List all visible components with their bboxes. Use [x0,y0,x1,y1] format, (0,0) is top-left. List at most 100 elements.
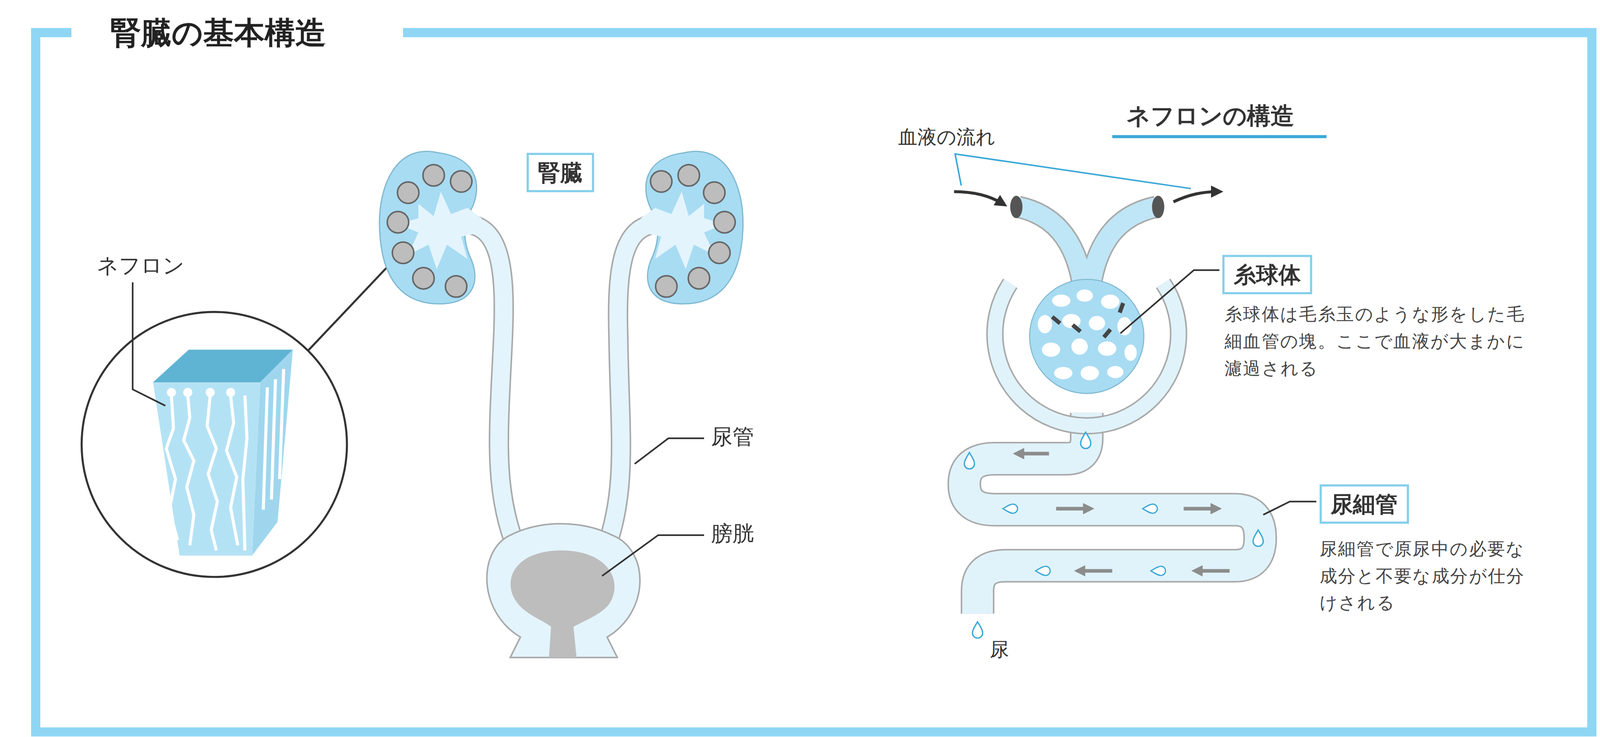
vessel [1089,207,1156,291]
hole [1062,314,1081,329]
block-front [152,382,261,556]
droplets [964,432,1264,639]
flow-arrow [954,191,1004,205]
label-box: 尿細管 [1319,484,1410,524]
nephron-circle [703,182,726,204]
hole [1054,367,1073,380]
droplet [972,622,983,639]
nephron-circle [392,242,415,264]
tubule-fill [964,413,1261,615]
frame [35,32,1593,733]
description: 尿細管で原尿中の必要な 成分と不要な成分が仕分 けされる [1319,535,1539,617]
hole [1071,338,1088,355]
droplet [1142,504,1158,514]
title: 腎臓の基本構造 [102,14,334,52]
leader-line [1120,270,1220,334]
nephron-line [226,395,238,546]
blood-cells [1051,302,1126,339]
flow-arrow [1056,506,1091,511]
nephron-circle [387,211,409,234]
blood-cell [1071,323,1082,334]
droplet [1253,530,1264,547]
block-side [251,349,293,556]
part-label: ネフロン [96,253,185,280]
nephron-circle [713,211,736,234]
nephron-circle [412,267,435,290]
hole [1100,294,1120,310]
vessel-cap [1152,195,1165,219]
hole [1124,344,1137,362]
ureters [456,223,666,551]
glomerulus [1029,279,1144,394]
nephron-lines [166,369,284,551]
vessel-outline [1018,207,1084,291]
flow-arrow [1173,191,1218,202]
hole [1097,341,1117,357]
nephron-line [183,395,194,546]
nephron-circle [678,164,700,187]
tubule-outline [964,413,1261,615]
leader-line [132,282,166,407]
blood-cell [1051,315,1062,326]
vessel [1018,207,1084,291]
zoom-line [306,258,396,353]
droplet [1150,566,1166,576]
ureter-outline [456,223,517,551]
label-box: 糸球体 [1222,254,1313,295]
section-heading: ネフロンの構造 [1126,102,1295,131]
nephron-line [207,395,218,551]
leader-line [955,153,1191,189]
nephron-line [242,395,247,551]
box-label: 尿細管 [1330,491,1398,518]
nephron-circle [445,276,468,298]
flow-arrow [1183,506,1218,511]
capillary-holes [1037,289,1137,381]
nephron-circle [397,182,419,204]
blood-cell [1102,328,1112,339]
ureter-outline [605,223,666,551]
hole [1037,315,1053,334]
nephron-circle [708,242,731,264]
droplet [1035,566,1051,576]
droplet [964,453,975,470]
nephron-circle [650,170,673,193]
nephron-dot [226,388,236,398]
flow-arrow [1196,569,1230,573]
nephron-circle [688,267,710,290]
vessel-outline [1089,207,1156,291]
nephron-circle [655,276,677,298]
label-box: 腎臓 [526,152,595,193]
vessels [1018,207,1156,291]
nephron-circle [450,170,472,193]
bladder [486,523,640,659]
nephron-dot [166,388,177,398]
leader-line [601,535,705,577]
tubule-arrows [1017,453,1230,572]
ureter [456,223,517,551]
bladder-inner [510,550,615,658]
leader-line [634,438,705,464]
box-label: 腎臓 [538,159,583,187]
glomerulus-body [1029,279,1144,394]
part-label: 尿 [989,637,1009,662]
ureter [605,223,666,551]
nephron-dots [166,388,236,398]
vessel-cap [1010,195,1023,219]
description: 糸球体は毛糸玉のような形をした毛 細血管の塊。ここで血液が大まかに 濾過される [1224,300,1537,383]
part-label: 尿管 [711,424,754,451]
hole [1041,342,1061,358]
blood-cell [1117,302,1126,314]
nephron-dot [205,388,215,398]
zoom-circle [81,311,347,577]
hole [1080,366,1099,381]
box-label: 糸球体 [1233,261,1301,289]
nephron-circle [422,164,445,187]
nephron-line [263,369,284,510]
hole [1051,294,1071,308]
nephron-block [152,349,293,556]
part-label: 膀胱 [711,521,754,548]
flow-label: 血液の流れ [898,125,996,149]
flow-arrow [1078,569,1113,573]
